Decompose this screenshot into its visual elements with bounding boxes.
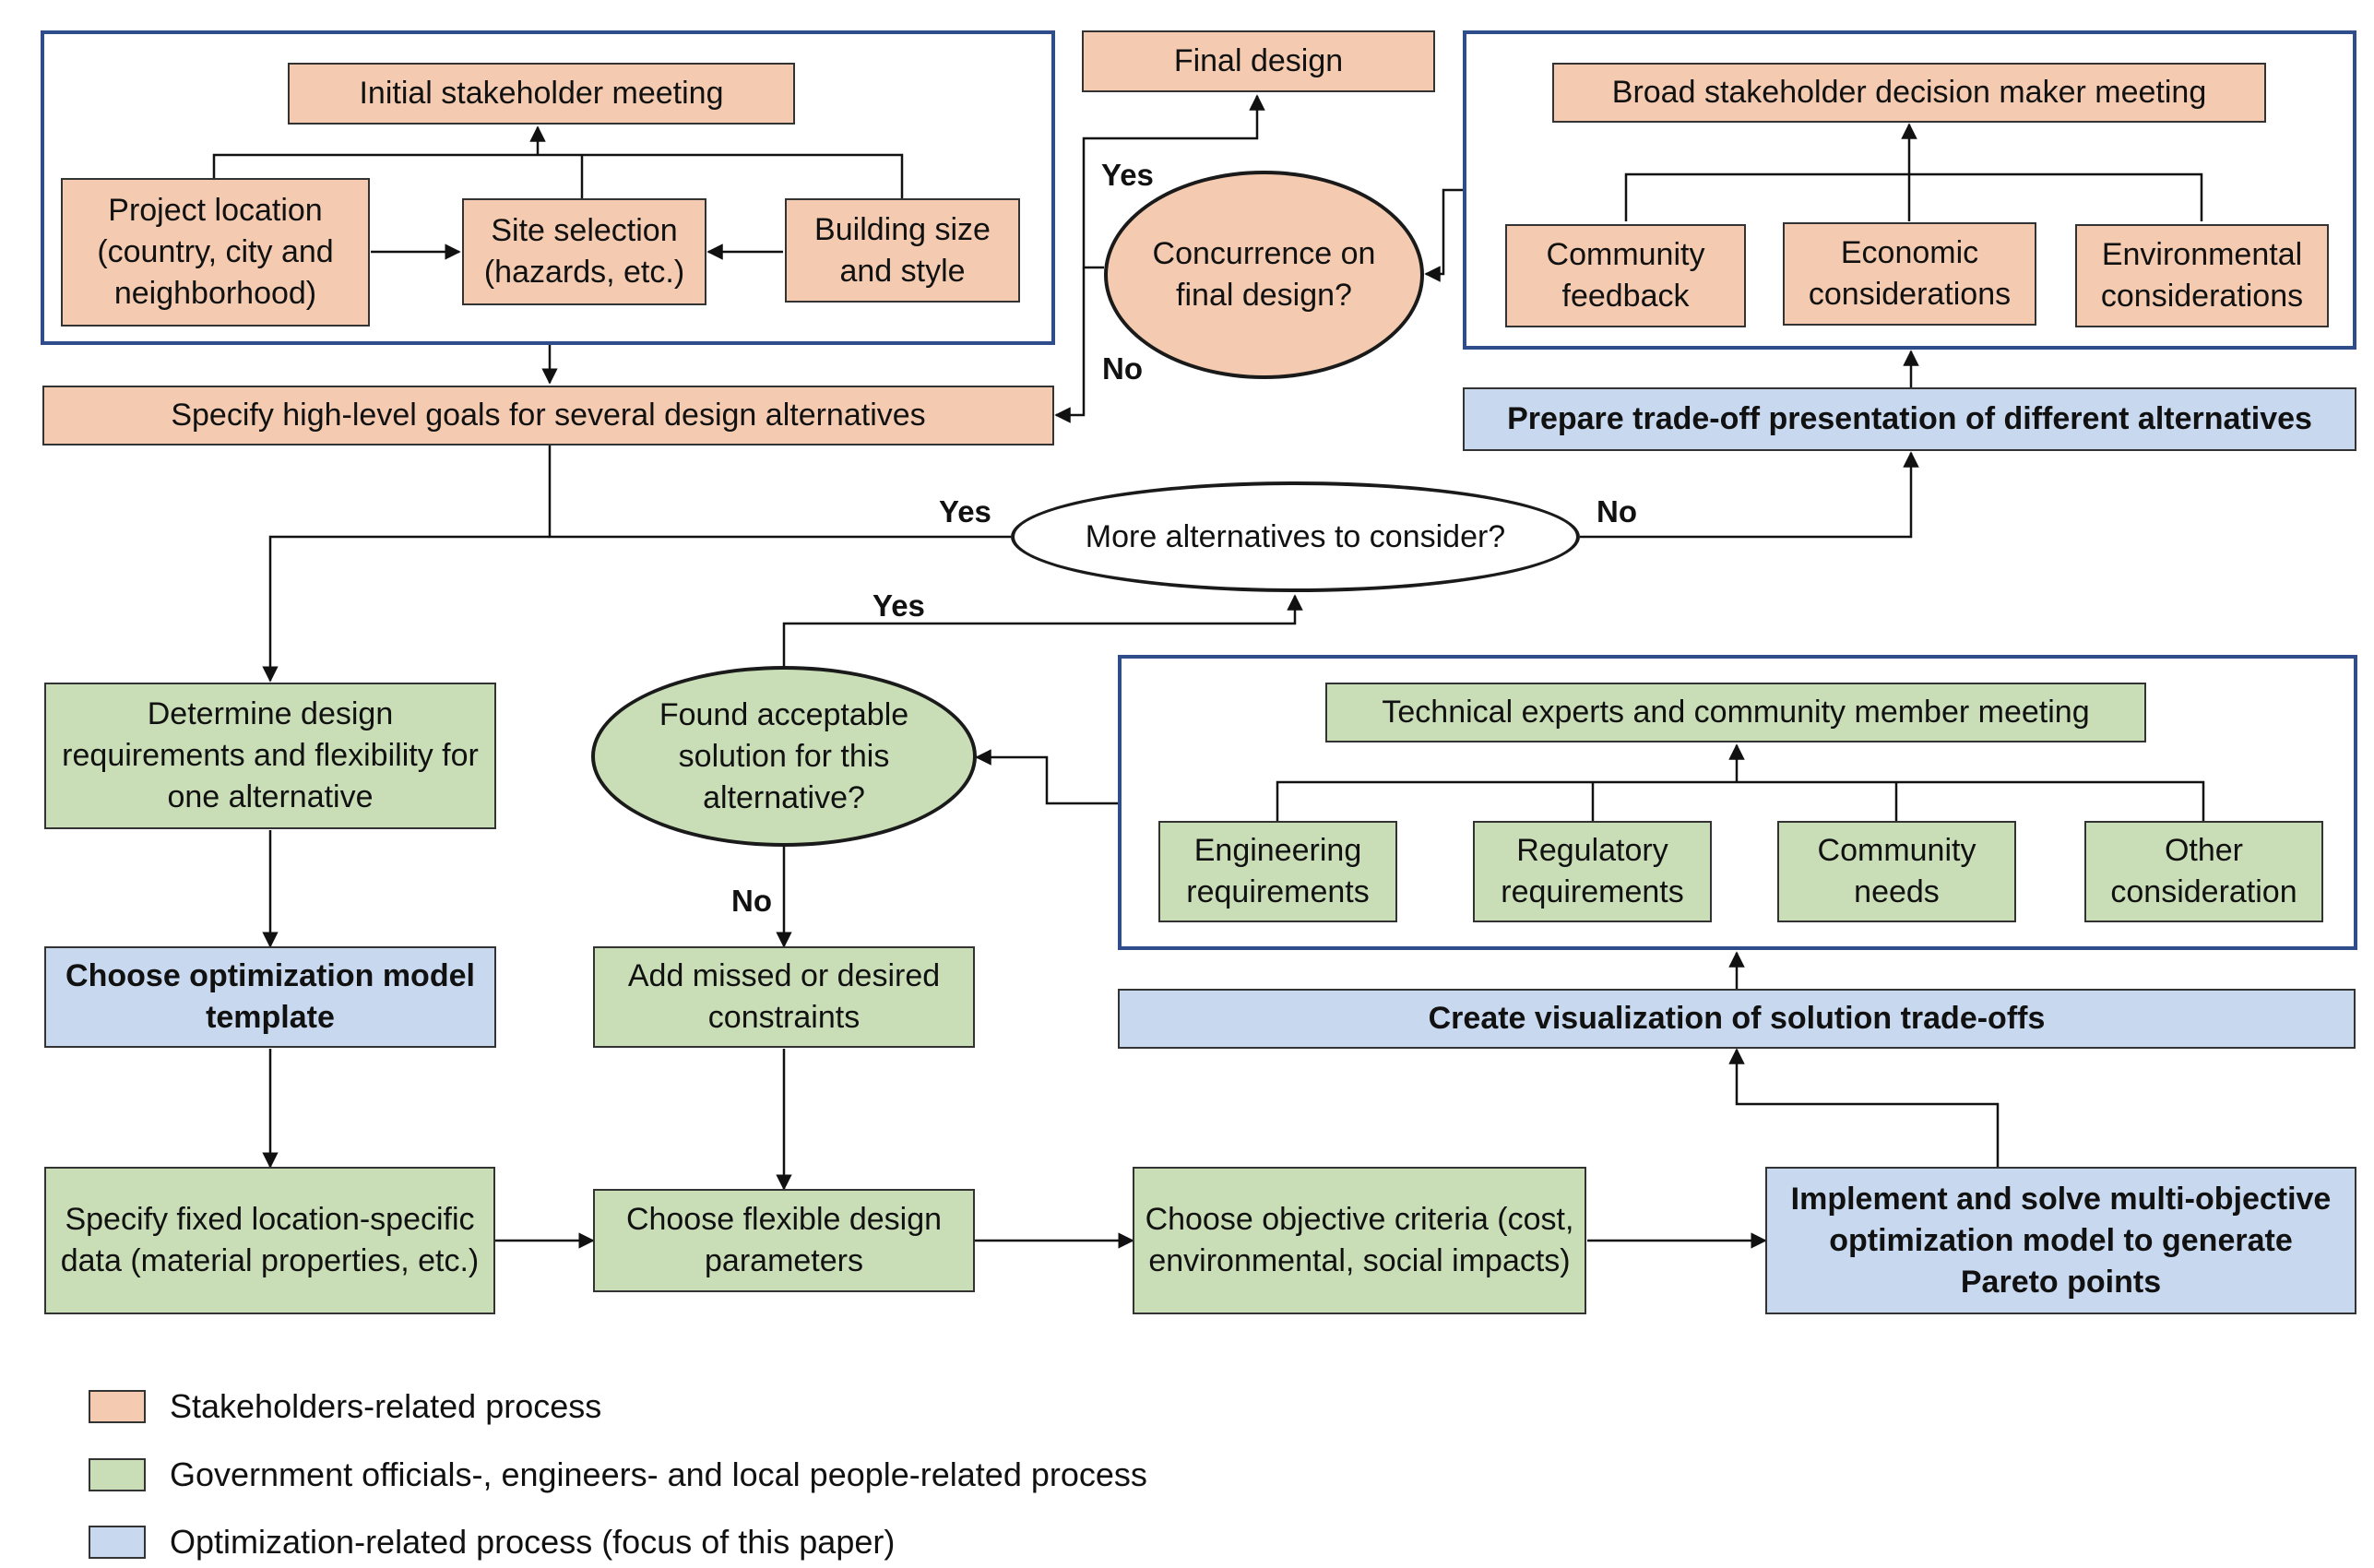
edge-goals-to-determine [262,535,550,683]
implement-optimization-model[interactable]: Implement and solve multi-objective opti… [1765,1167,2356,1314]
technical-group-frame [1118,655,2357,950]
legend-label-stakeholders: Stakeholders-related process [170,1387,602,1425]
specify-high-level-goals[interactable]: Specify high-level goals for several des… [42,386,1054,445]
site-selection[interactable]: Site selection (hazards, etc.) [462,198,706,305]
technical-experts-meeting[interactable]: Technical experts and community member m… [1325,683,2146,742]
project-location[interactable]: Project location (country, city and neig… [61,178,370,327]
engineering-requirements[interactable]: Engineering requirements [1158,821,1397,922]
initial-stakeholder-meeting[interactable]: Initial stakeholder meeting [288,63,795,125]
label-found-yes: Yes [872,588,925,623]
label-more-yes: Yes [939,494,991,529]
broad-stakeholder-meeting[interactable]: Broad stakeholder decision maker meeting [1552,63,2266,123]
edge-concurrence-to-final [1082,94,1265,269]
edge-tree-initial-meeting [212,153,904,198]
edge-tree-tech-meeting [1276,780,2205,821]
final-design[interactable]: Final design [1082,30,1435,92]
specify-fixed-data[interactable]: Specify fixed location-specific data (ma… [44,1167,495,1314]
economic-considerations[interactable]: Economic considerations [1783,222,2036,326]
building-size[interactable]: Building size and style [785,198,1020,303]
edge-tech-to-found [975,749,1118,805]
stakeholder-group-frame [41,30,1055,345]
label-more-no: No [1597,494,1637,529]
environmental-considerations[interactable]: Environmental considerations [2075,224,2329,327]
edge-more-no [1580,451,1919,539]
prepare-tradeoff-presentation[interactable]: Prepare trade-off presentation of differ… [1463,387,2356,451]
other-consideration[interactable]: Other consideration [2084,821,2323,922]
legend-swatch-government [89,1458,146,1491]
choose-optimization-template[interactable]: Choose optimization model template [44,946,496,1048]
choose-flexible-parameters[interactable]: Choose flexible design parameters [593,1189,975,1292]
community-feedback[interactable]: Community feedback [1505,224,1746,327]
edge-found-yes [782,594,1303,666]
edge-concurrence-to-goals [1054,267,1086,423]
label-concurrence-yes: Yes [1101,158,1154,192]
edge-tree-broad-meeting [1624,172,2203,221]
choose-objective-criteria[interactable]: Choose objective criteria (cost, environ… [1133,1167,1586,1314]
edge-decision-to-concurrence [1424,188,1463,282]
community-needs[interactable]: Community needs [1777,821,2016,922]
legend-swatch-stakeholders [89,1390,146,1423]
found-solution-decision[interactable]: Found acceptable solution for this alter… [591,666,977,847]
decision-maker-group-frame [1463,30,2356,350]
legend-label-optimization: Optimization-related process (focus of t… [170,1523,896,1561]
create-visualization[interactable]: Create visualization of solution trade-o… [1118,989,2356,1049]
label-concurrence-no: No [1102,351,1143,386]
determine-design-requirements[interactable]: Determine design requirements and flexib… [44,683,496,829]
concurrence-decision[interactable]: Concurrence on final design? [1104,171,1424,379]
add-missed-constraints[interactable]: Add missed or desired constraints [593,946,975,1048]
legend-item-optimization: Optimization-related process (focus of t… [89,1523,895,1562]
legend-label-government: Government officials-, engineers- and lo… [170,1455,1147,1493]
legend-item-stakeholders: Stakeholders-related process [89,1387,601,1426]
edge-implement-to-viz [1728,1048,2000,1167]
label-found-no: No [731,884,772,918]
regulatory-requirements[interactable]: Regulatory requirements [1473,821,1712,922]
legend-swatch-optimization [89,1526,146,1559]
legend-item-government: Government officials-, engineers- and lo… [89,1455,1147,1494]
more-alternatives-decision[interactable]: More alternatives to consider? [1011,481,1580,592]
